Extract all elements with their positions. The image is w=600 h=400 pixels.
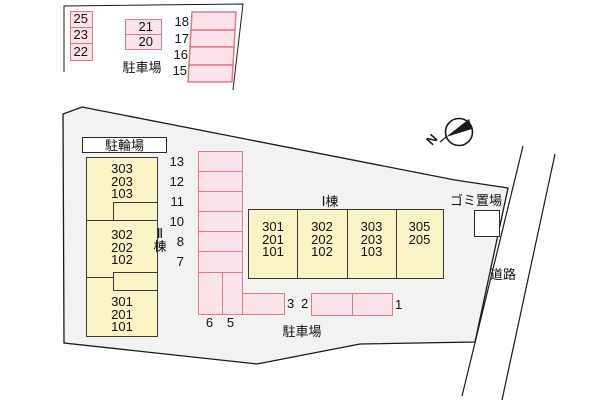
parking-lot-label-bottom: 駐車場 <box>282 324 322 339</box>
stall-label-16: 16 <box>173 47 188 62</box>
room-number: 201 <box>111 306 133 322</box>
stall-box-7 <box>198 251 243 273</box>
stall-box-3 <box>242 293 285 315</box>
stall-label-17: 17 <box>174 31 189 46</box>
building-ii-unit-1-rooms: 303 203 103 <box>87 161 157 201</box>
stall-23: 23 <box>70 27 93 44</box>
garbage-area-label: ゴミ置場 <box>450 193 503 208</box>
stall-label-1: 1 <box>395 297 403 312</box>
room-number: 102 <box>311 244 333 259</box>
building-i-unit-2-rooms: 302 202 102 <box>297 219 347 259</box>
room-number: 302 <box>111 227 133 242</box>
room-number: 101 <box>111 319 133 334</box>
stall-number: 21 <box>138 19 153 34</box>
room-number: 305 <box>408 219 431 234</box>
room-number: 201 <box>262 231 284 247</box>
building-i: 301 201 101 302 202 102 303 203 103 305 … <box>248 209 444 279</box>
top-lot-boundary <box>63 3 244 91</box>
stall-box-1 <box>352 293 393 316</box>
stall-number: 20 <box>138 34 153 49</box>
building-i-unit-1-rooms: 301 201 101 <box>249 219 297 259</box>
stall-18 <box>190 11 237 31</box>
stall-number: 22 <box>73 44 88 59</box>
building-i-divider-1 <box>297 210 298 278</box>
room-number: 301 <box>262 219 284 234</box>
building-i-divider-2 <box>347 210 348 278</box>
compass-north-letter: N <box>423 131 440 148</box>
parking-lot-label-top: 駐車場 <box>122 60 162 75</box>
room-number: 202 <box>311 231 333 247</box>
stall-box-5 <box>222 272 243 315</box>
stall-16 <box>188 46 235 66</box>
stall-box-12 <box>198 171 243 192</box>
compass-north-arrow-icon <box>446 119 472 137</box>
building-ii-entrance-1 <box>113 202 157 220</box>
stall-22: 22 <box>70 43 93 61</box>
stall-20: 20 <box>125 34 162 50</box>
building-i-unit-3-rooms: 303 203 103 <box>347 219 396 259</box>
stall-25: 25 <box>70 11 93 28</box>
building-ii-divider-2 <box>87 277 114 278</box>
building-ii-divider-1 <box>87 220 157 221</box>
building-ii-label: Ⅱ棟 <box>153 226 167 254</box>
stall-label-11: 11 <box>170 194 185 209</box>
stall-label-13: 13 <box>169 154 184 169</box>
room-number: 103 <box>111 186 133 201</box>
stall-label-2: 2 <box>301 296 309 311</box>
stall-number: 23 <box>73 27 88 42</box>
stall-label-12: 12 <box>169 174 184 189</box>
building-ii-unit-3-rooms: 301 201 101 <box>87 294 157 334</box>
building-i-label: Ⅰ棟 <box>321 194 339 209</box>
stall-box-8 <box>198 231 243 252</box>
room-number: 302 <box>311 219 333 234</box>
room-number: 203 <box>360 231 383 247</box>
stall-label-8: 8 <box>176 234 184 249</box>
road-label: 道路 <box>490 267 517 282</box>
room-number: 103 <box>360 244 383 259</box>
room-number: 205 <box>408 231 431 247</box>
stall-number: 25 <box>73 11 88 26</box>
road-edge-right-line <box>501 153 556 400</box>
room-number: 301 <box>111 294 133 309</box>
north-compass: N <box>423 117 474 148</box>
building-ii-entrance-2 <box>113 272 157 291</box>
stall-15 <box>187 64 234 83</box>
stall-box-2 <box>311 293 353 316</box>
room-number: 303 <box>360 219 383 234</box>
stall-box-10 <box>198 211 243 232</box>
road-edge-left-line <box>461 145 524 397</box>
stall-box-13 <box>198 151 243 172</box>
building-ii-unit-2-rooms: 302 202 102 <box>87 227 157 267</box>
stall-label-6: 6 <box>205 315 214 330</box>
stall-label-5: 5 <box>226 315 235 330</box>
room-number: 202 <box>111 239 133 255</box>
stall-label-10: 10 <box>169 214 184 229</box>
room-number: 101 <box>262 244 284 259</box>
garbage-box <box>474 210 500 237</box>
compass-arrow-tail <box>439 136 447 143</box>
stall-label-7: 7 <box>176 254 184 269</box>
room-number: 203 <box>111 173 133 189</box>
stall-label-18: 18 <box>174 14 189 29</box>
bike-parking-sign: 駐輪場 <box>82 137 167 153</box>
room-number: 303 <box>111 161 133 176</box>
building-i-unit-4-rooms: 305 205 <box>396 219 443 247</box>
building-ii: 303 203 103 302 202 102 301 201 101 <box>86 157 158 337</box>
building-i-divider-3 <box>396 210 397 278</box>
stall-label-3: 3 <box>287 296 295 311</box>
room-number: 102 <box>111 252 133 267</box>
stall-21: 21 <box>125 19 162 35</box>
stall-box-11 <box>198 191 243 212</box>
stall-17 <box>189 29 236 48</box>
bike-parking-label: 駐輪場 <box>104 138 144 153</box>
stall-box-6 <box>198 272 223 315</box>
stall-label-15: 15 <box>172 63 187 78</box>
